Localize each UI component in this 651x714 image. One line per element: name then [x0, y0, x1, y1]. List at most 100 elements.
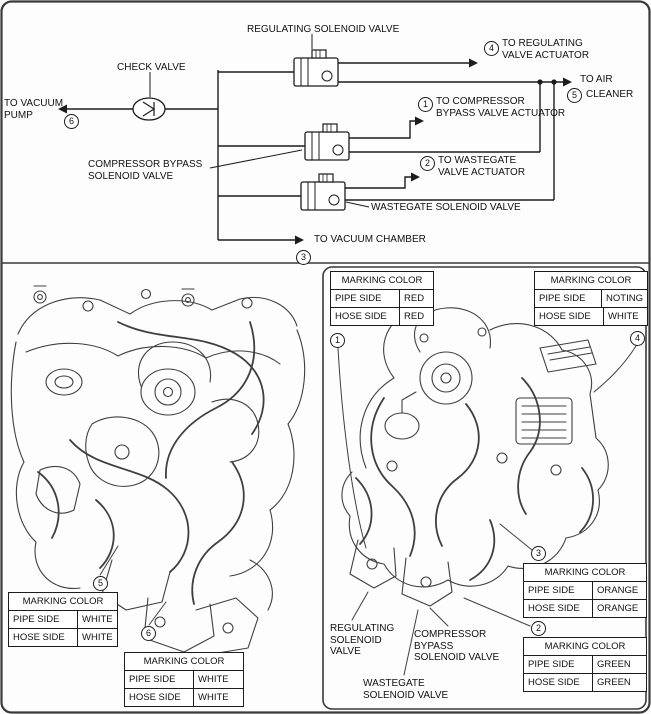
- marking-color-header: MARKING COLOR: [544, 567, 626, 578]
- marking-color-header: MARKING COLOR: [341, 275, 423, 286]
- label-line: PUMP: [4, 109, 33, 121]
- label-line: VALVE ACTUATOR: [502, 49, 590, 61]
- right-callout-1: 1: [330, 333, 345, 348]
- pipe-side-label: PIPE SIDE: [331, 290, 400, 307]
- callout-5: 5: [567, 88, 582, 103]
- table-row: HOSE SIDE GREEN: [524, 673, 646, 691]
- label-line: CLEANER: [586, 89, 634, 100]
- right-view-panel-border: [322, 266, 647, 710]
- check-valve-label: CHECK VALVE: [117, 62, 186, 73]
- hose-side-value: WHITE: [198, 692, 229, 703]
- pipe-side-label: PIPE SIDE: [524, 582, 593, 599]
- pipe-side-value: NOTING: [606, 293, 643, 304]
- marking-color-table-5: MARKING COLOR PIPE SIDE WHITE HOSE SIDE …: [8, 592, 118, 647]
- marking-color-table-2: MARKING COLOR PIPE SIDE GREEN HOSE SIDE …: [523, 637, 647, 692]
- wastegate-solenoid-valve-label: WASTEGATE SOLENOID VALVE: [371, 202, 521, 213]
- table-row: PIPE SIDE GREEN: [524, 655, 646, 673]
- left-callout-5: 5: [93, 576, 108, 591]
- to-regulating-valve-actuator-label: TO REGULATING VALVE ACTUATOR: [502, 38, 589, 61]
- table-row: PIPE SIDE NOTING: [535, 289, 647, 307]
- left-callout-leaders: [99, 545, 167, 626]
- left-callout-6: 6: [141, 626, 156, 641]
- junction-dots: [537, 79, 557, 85]
- hose-side-label: HOSE SIDE: [535, 308, 604, 325]
- hose-side-label: HOSE SIDE: [524, 600, 593, 617]
- hose-side-value: RED: [404, 311, 425, 322]
- to-air-cleaner-label: TO AIR: [580, 74, 613, 86]
- schematic-label-leaders: [149, 34, 370, 208]
- callout-1: 1: [418, 97, 433, 112]
- pipe-side-value: WHITE: [198, 674, 229, 685]
- to-wastegate-valve-actuator-label: TO WASTEGATE VALVE ACTUATOR: [438, 155, 525, 178]
- table-row: PIPE SIDE ORANGE: [524, 581, 646, 599]
- hose-side-value: WHITE: [608, 311, 639, 322]
- marking-color-header: MARKING COLOR: [22, 596, 104, 607]
- hose-side-value: WHITE: [82, 632, 113, 643]
- table-row: HOSE SIDE WHITE: [9, 628, 117, 646]
- marking-color-header: MARKING COLOR: [550, 275, 632, 286]
- engine-art-left: [10, 285, 306, 655]
- to-vacuum-pump-label: TO VACUUM PUMP: [4, 98, 63, 121]
- right-callout-3: 3: [531, 546, 546, 561]
- label-line: TO REGULATING: [502, 38, 583, 49]
- hose-side-label: HOSE SIDE: [524, 674, 593, 691]
- pipe-side-label: PIPE SIDE: [125, 671, 194, 688]
- regulating-solenoid-valve-label: REGULATING SOLENOID VALVE: [247, 24, 400, 35]
- table-row: PIPE SIDE WHITE: [125, 670, 243, 688]
- label-line: COMPRESSOR BYPASS: [88, 159, 203, 170]
- table-row: PIPE SIDE WHITE: [9, 610, 117, 628]
- table-row: HOSE SIDE WHITE: [535, 307, 647, 325]
- marking-color-header: MARKING COLOR: [143, 656, 225, 667]
- callout-6: 6: [64, 114, 79, 129]
- engine-art-right: [337, 307, 637, 676]
- pipe-side-value: GREEN: [597, 659, 631, 670]
- compressor-bypass-solenoid-valve-label: COMPRESSOR BYPASS SOLENOID VALVE: [88, 159, 202, 182]
- regulating-solenoid-valve-symbol: [293, 49, 339, 87]
- label-line: VALVE ACTUATOR: [438, 166, 526, 178]
- table-row: HOSE SIDE RED: [331, 307, 433, 325]
- hose-side-label: HOSE SIDE: [9, 629, 78, 646]
- hose-side-value: ORANGE: [597, 603, 639, 614]
- marking-color-table-1: MARKING COLOR PIPE SIDE RED HOSE SIDE RE…: [330, 271, 434, 326]
- check-valve-symbol: [132, 97, 166, 121]
- hose-side-label: HOSE SIDE: [331, 308, 400, 325]
- label-line: TO VACUUM: [4, 98, 64, 109]
- right-callout-leaders: [337, 345, 637, 676]
- to-vacuum-chamber-label: TO VACUUM CHAMBER: [314, 234, 426, 245]
- label-line: TO WASTEGATE: [438, 155, 517, 166]
- label-line: TO AIR: [580, 74, 613, 85]
- hose-side-value: GREEN: [597, 677, 631, 688]
- callout-3: 3: [296, 250, 311, 265]
- compressor-bypass-solenoid-valve-symbol: [304, 123, 350, 161]
- right-callout-4: 4: [630, 331, 645, 346]
- callout-2: 2: [420, 156, 435, 171]
- pipe-side-label: PIPE SIDE: [9, 611, 78, 628]
- marking-color-table-4: MARKING COLOR PIPE SIDE NOTING HOSE SIDE…: [534, 271, 648, 326]
- pipe-side-value: ORANGE: [597, 585, 639, 596]
- table-row: HOSE SIDE ORANGE: [524, 599, 646, 617]
- regulating-solenoid-valve-callout-label: REGULATING SOLENOID VALVE: [330, 623, 395, 657]
- marking-color-table-6: MARKING COLOR PIPE SIDE WHITE HOSE SIDE …: [124, 652, 244, 707]
- pipe-side-label: PIPE SIDE: [535, 290, 603, 307]
- compressor-bypass-solenoid-valve-callout-label: COMPRESSOR BYPASS SOLENOID VALVE: [414, 629, 500, 663]
- pipe-side-value: RED: [404, 293, 425, 304]
- right-callout-2: 2: [531, 621, 546, 636]
- hose-side-label: HOSE SIDE: [125, 689, 194, 706]
- wastegate-solenoid-valve-symbol: [300, 173, 346, 211]
- pipe-side-label: PIPE SIDE: [524, 656, 593, 673]
- label-line: TO COMPRESSOR: [436, 96, 525, 107]
- marking-color-table-3: MARKING COLOR PIPE SIDE ORANGE HOSE SIDE…: [523, 563, 647, 618]
- to-compressor-bypass-valve-actuator-label: TO COMPRESSOR BYPASS VALVE ACTUATOR: [436, 96, 565, 119]
- label-line: SOLENOID VALVE: [88, 170, 174, 182]
- callout-4: 4: [484, 41, 499, 56]
- wastegate-solenoid-valve-callout-label: WASTEGATE SOLENOID VALVE: [363, 678, 449, 701]
- to-air-cleaner-label-line2: CLEANER: [586, 89, 633, 101]
- schematic-lines: [66, 62, 564, 241]
- table-row: PIPE SIDE RED: [331, 289, 433, 307]
- table-row: HOSE SIDE WHITE: [125, 688, 243, 706]
- pipe-side-value: WHITE: [82, 614, 113, 625]
- label-line: BYPASS VALVE ACTUATOR: [436, 107, 566, 119]
